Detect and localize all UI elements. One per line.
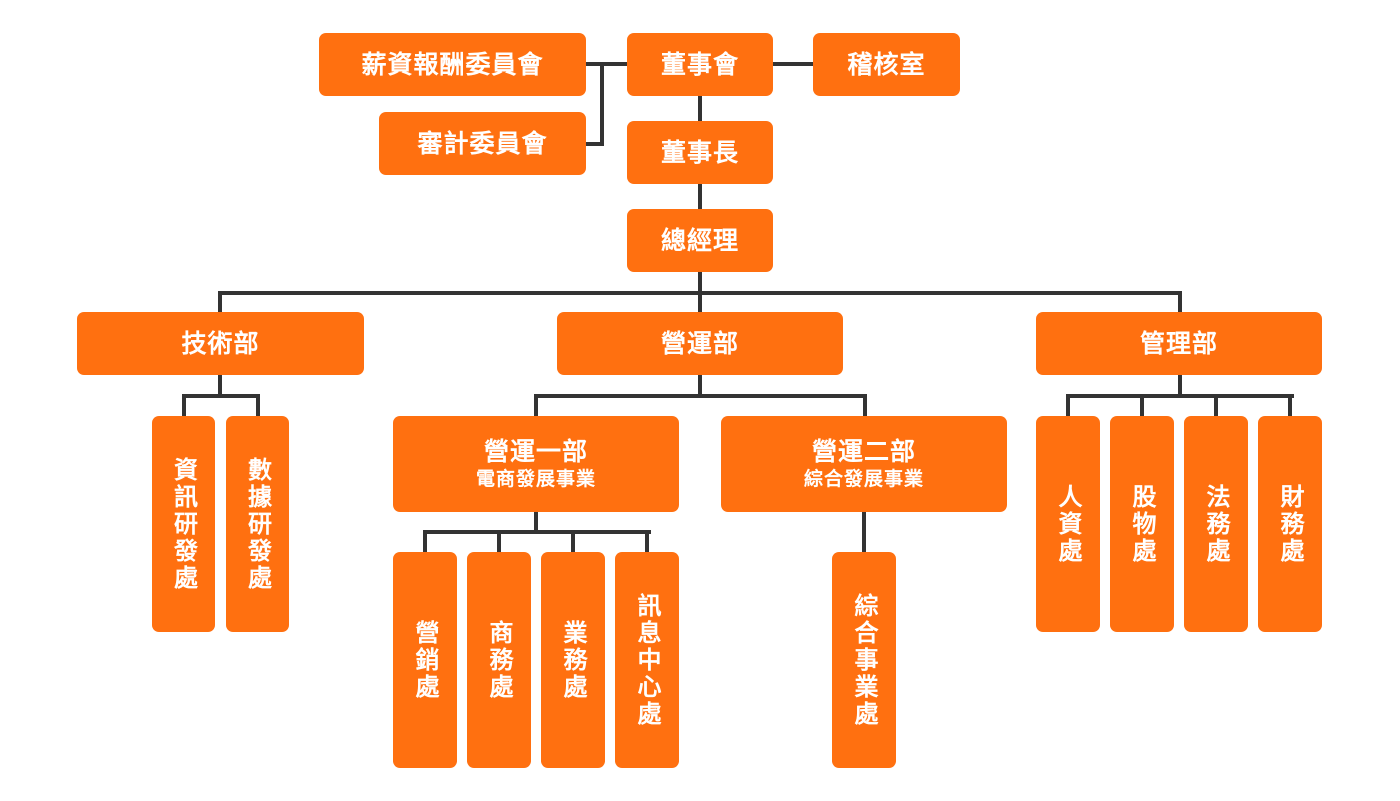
node-label: 人資處	[1054, 483, 1082, 565]
connector	[645, 530, 649, 552]
connector	[773, 62, 813, 66]
connector	[256, 394, 260, 416]
connector	[1066, 394, 1070, 416]
node-sublabel: 綜合發展事業	[803, 468, 924, 491]
node-unit: 綜合事業處	[832, 552, 896, 768]
node-label: 綜合事業處	[850, 592, 878, 728]
node-label: 技術部	[181, 328, 260, 358]
node-label: 業務處	[559, 619, 587, 701]
connector	[1178, 375, 1182, 396]
node-chairman: 董事長	[627, 121, 773, 184]
node-unit: 業務處	[541, 552, 605, 768]
node-mgmt-dept: 管理部	[1036, 312, 1322, 375]
node-label: 董事長	[660, 137, 739, 167]
node-label: 數據研發處	[243, 456, 272, 592]
connector	[863, 394, 867, 416]
node-unit: 數據研發處	[226, 416, 289, 632]
connector	[423, 530, 427, 552]
connector	[586, 142, 604, 146]
connector	[1214, 394, 1218, 416]
node-label: 股物處	[1128, 483, 1156, 565]
node-label: 營運部	[660, 328, 739, 358]
connector	[1288, 394, 1292, 416]
node-label: 法務處	[1202, 483, 1230, 565]
node-label: 營銷處	[411, 619, 439, 701]
connector	[534, 394, 867, 398]
connector	[182, 394, 260, 398]
connector	[534, 512, 538, 532]
connector	[182, 394, 186, 416]
connector	[571, 530, 575, 552]
node-label: 營運一部	[483, 437, 588, 467]
node-unit: 財務處	[1258, 416, 1322, 632]
node-label: 稽核室	[847, 49, 926, 79]
connector	[862, 512, 866, 552]
node-unit: 商務處	[467, 552, 531, 768]
node-internal-audit: 稽核室	[813, 33, 960, 96]
connector	[218, 291, 222, 312]
connector	[1178, 291, 1182, 312]
node-compensation-committee: 薪資報酬委員會	[319, 33, 586, 96]
node-label: 訊息中心處	[633, 592, 661, 728]
node-unit: 營銷處	[393, 552, 457, 768]
node-unit: 訊息中心處	[615, 552, 679, 768]
node-unit: 股物處	[1110, 416, 1174, 632]
node-ops-division-1: 營運一部 電商發展事業	[393, 416, 679, 512]
node-sublabel: 電商發展事業	[475, 468, 596, 491]
node-ceo: 總經理	[627, 209, 773, 272]
node-unit: 資訊研發處	[152, 416, 215, 632]
connector	[423, 530, 651, 534]
node-board: 董事會	[627, 33, 773, 96]
connector	[1140, 394, 1144, 416]
node-label: 財務處	[1276, 483, 1304, 565]
node-label: 薪資報酬委員會	[361, 49, 544, 79]
node-label: 董事會	[660, 49, 739, 79]
connector	[600, 62, 604, 146]
connector	[1066, 394, 1294, 398]
node-label: 總經理	[660, 225, 739, 255]
connector	[497, 530, 501, 552]
node-unit: 法務處	[1184, 416, 1248, 632]
node-label: 營運二部	[811, 437, 916, 467]
connector	[586, 62, 627, 66]
connector	[698, 375, 702, 396]
connector	[534, 394, 538, 416]
node-unit: 人資處	[1036, 416, 1100, 632]
node-label: 管理部	[1139, 328, 1218, 358]
node-tech-dept: 技術部	[77, 312, 364, 375]
node-label: 資訊研發處	[169, 456, 198, 592]
node-label: 商務處	[485, 619, 513, 701]
node-label: 審計委員會	[417, 128, 548, 158]
connector	[218, 291, 1182, 295]
node-audit-committee: 審計委員會	[379, 112, 586, 175]
connector	[218, 375, 222, 396]
node-ops-division-2: 營運二部 綜合發展事業	[721, 416, 1007, 512]
node-ops-dept: 營運部	[557, 312, 843, 375]
